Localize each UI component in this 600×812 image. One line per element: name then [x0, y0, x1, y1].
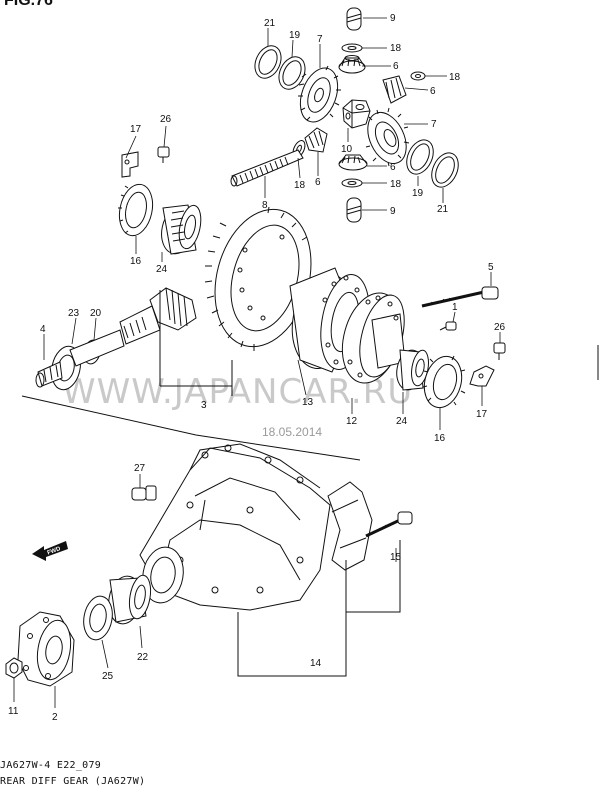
callout-24: 24	[156, 264, 168, 275]
ring-gear-3	[204, 206, 312, 351]
callout-19: 19	[289, 30, 301, 41]
bolt-26-right	[493, 342, 506, 360]
callout-6: 6	[315, 177, 321, 188]
diff-carrier-housing-14	[139, 443, 331, 611]
bearing-pair-left	[118, 183, 202, 255]
spacer-25	[83, 595, 113, 641]
figure-title: FIG.76	[4, 0, 53, 9]
callout-11: 11	[8, 706, 19, 717]
case-half-12	[341, 292, 406, 384]
oil-seal-16-right	[422, 355, 466, 409]
side-gear-7-right	[365, 107, 410, 167]
bolt-15	[365, 511, 413, 538]
pin-9-lower	[346, 197, 362, 223]
nut-11	[5, 657, 23, 679]
callout-4: 4	[40, 324, 46, 335]
seal-4-and-flange-23-20	[35, 329, 125, 391]
bolt-26-upper	[157, 146, 170, 163]
callout-25: 25	[102, 671, 114, 682]
callout-16: 16	[130, 256, 142, 267]
callout-7: 7	[431, 119, 437, 130]
bearing-cap	[327, 481, 373, 571]
washer-18	[341, 43, 363, 53]
pinion-shaft-8	[230, 149, 304, 187]
callout-15: 15	[390, 552, 402, 563]
callout-18: 18	[449, 72, 461, 83]
callout-22: 22	[137, 652, 149, 663]
leader-bracket-14	[237, 560, 347, 677]
callout-numbers: 21 19 7 9 18 6 18 6 17 26 10 7 18 6 6 18…	[8, 13, 506, 723]
callout-1: 1	[452, 302, 458, 313]
bearing-22	[108, 574, 152, 625]
pinion-gear-6-left	[304, 127, 328, 153]
callout-26: 26	[160, 114, 172, 125]
svg-text:FWD: FWD	[47, 546, 63, 557]
callout-17: 17	[476, 409, 488, 420]
callout-12: 12	[346, 416, 358, 427]
shim-21	[254, 45, 282, 79]
callout-2: 2	[52, 712, 58, 723]
shim-21-right	[431, 152, 459, 188]
callout-18: 18	[390, 43, 402, 54]
callout-7: 7	[317, 34, 323, 45]
caption-title: REAR DIFF GEAR (JA627W)	[0, 776, 145, 787]
callout-14: 14	[310, 658, 322, 669]
callout-6: 6	[430, 86, 436, 97]
side-gear-7	[298, 65, 341, 123]
callout-20: 20	[90, 308, 102, 319]
drive-pinion-gear	[119, 287, 197, 345]
pinion-gear-6-lower	[338, 154, 368, 171]
washer-18-right	[410, 71, 426, 81]
oil-seal-16	[118, 183, 154, 237]
callout-18: 18	[390, 179, 402, 190]
caption-code: JA627W-4 E22_079	[0, 760, 101, 771]
bearing-24-right	[396, 349, 429, 391]
callout-17: 17	[130, 124, 142, 135]
callout-8: 8	[262, 200, 268, 211]
callout-13: 13	[302, 397, 314, 408]
pinion-gear-6-right	[382, 75, 407, 104]
bracket-17-upper	[121, 151, 139, 178]
separator-line	[21, 395, 361, 461]
diagram-caption: JA627W-4 E22_079 REAR DIFF GEAR (JA627W)	[0, 760, 145, 787]
spacer-block-10	[342, 99, 371, 129]
companion-flange-2	[17, 611, 75, 687]
washer-19	[278, 56, 306, 90]
callout-3: 3	[201, 400, 207, 411]
differential-gears-group	[230, 7, 459, 223]
forward-direction-arrow: FWD	[32, 541, 68, 561]
callout-21: 21	[437, 204, 449, 215]
leader-lines	[13, 17, 501, 708]
callout-26: 26	[494, 322, 506, 333]
callout-19: 19	[412, 188, 424, 199]
bolt-27	[131, 485, 157, 501]
callout-23: 23	[68, 308, 80, 319]
callout-5: 5	[488, 262, 494, 273]
callout-6: 6	[393, 61, 399, 72]
callout-10: 10	[341, 144, 353, 155]
pin-9-top	[346, 7, 362, 31]
callout-24: 24	[396, 416, 408, 427]
callout-16: 16	[434, 433, 446, 444]
callout-21: 21	[264, 18, 276, 29]
date-stamp: 18.05.2014	[262, 425, 322, 439]
bracket-17-right	[469, 365, 495, 387]
callout-9: 9	[390, 13, 396, 24]
washer-19-right	[406, 139, 434, 175]
washer-18-lower	[341, 178, 363, 188]
pinion-gear-6	[338, 55, 366, 74]
callout-6: 6	[390, 162, 396, 173]
callout-9: 9	[390, 206, 396, 217]
callout-27: 27	[134, 463, 146, 474]
bolt-5	[421, 286, 499, 308]
callout-18: 18	[294, 180, 306, 191]
bolt-1	[439, 321, 457, 331]
